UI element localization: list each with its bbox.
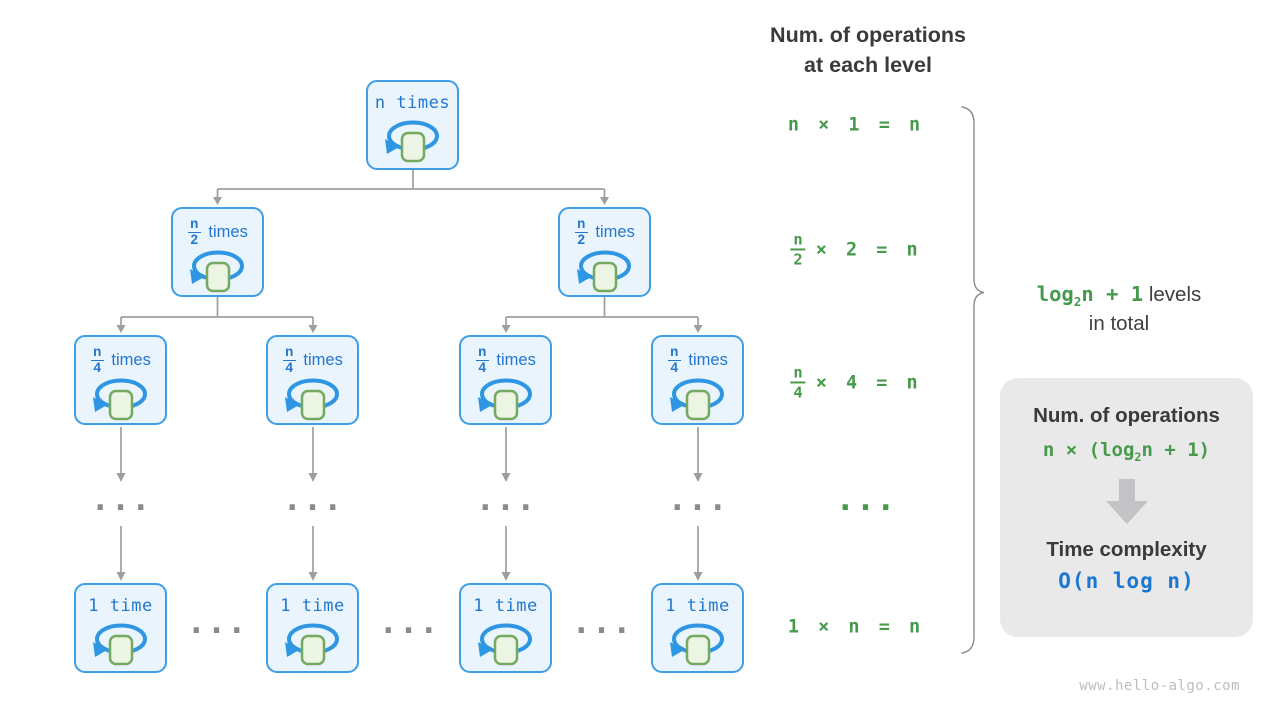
column-ellipsis: ...: [90, 480, 152, 518]
heading-line2: at each level: [804, 53, 932, 78]
loop-icon: [475, 378, 532, 421]
row-ellipsis: ...: [378, 603, 440, 641]
node-label-text: 1 time: [280, 596, 345, 616]
tree-node-root: n times: [366, 80, 459, 170]
loop-icon: [382, 120, 439, 163]
loop-icon: [667, 623, 724, 666]
levels-formula: log2n + 1: [1036, 282, 1144, 310]
down-arrow-icon: [1105, 478, 1148, 524]
tree-node-bottom-0: 1 time: [74, 583, 167, 673]
ops-ellipsis: ...: [835, 480, 897, 518]
loop-icon: [667, 378, 724, 421]
node-label: n times: [375, 93, 450, 113]
node-label-text: n times: [374, 93, 451, 113]
ops-bottom: 1 × n = n: [787, 616, 925, 638]
watermark: www.hello-algo.com: [1079, 678, 1240, 694]
levels-line2: in total: [1088, 312, 1150, 336]
node-label-text: 1 time: [665, 596, 730, 616]
heading-line1: Num. of operations: [770, 23, 966, 47]
node-label-text: 1 time: [473, 596, 538, 616]
node-label: 1 time: [665, 596, 729, 616]
column-ellipsis: ...: [282, 480, 344, 518]
tree-node-bottom-3: 1 time: [651, 583, 744, 673]
row-ellipsis: ...: [571, 603, 633, 641]
summary-title-operations: Num. of operations: [1033, 404, 1220, 427]
tree-node-bottom-2: 1 time: [459, 583, 552, 673]
complexity-formula: O(n log n): [1058, 568, 1195, 593]
arrowheads: [116, 197, 703, 581]
levels-line1: log2n + 1 levels: [1036, 282, 1202, 310]
loop-icon: [475, 623, 532, 666]
ops-level1: n × 1 = n: [787, 114, 925, 136]
operations-heading: Num. of operations at each level: [738, 20, 998, 80]
node-label: 1 time: [88, 596, 152, 616]
node-label: 1 time: [280, 596, 344, 616]
loop-icon: [282, 378, 339, 421]
node-label-text: 1 time: [88, 596, 153, 616]
column-ellipsis: ...: [475, 480, 537, 518]
loop-icon: [187, 250, 244, 293]
loop-icon: [282, 623, 339, 666]
levels-total-label: log2n + 1 levels in total: [1000, 281, 1238, 338]
operations-formula: n × (log2n + 1): [1042, 439, 1211, 464]
summary-box: Num. of operations n × (log2n + 1) Time …: [1000, 378, 1253, 637]
node-label: 1 time: [473, 596, 537, 616]
tree-node-bottom-1: 1 time: [266, 583, 359, 673]
summary-title-complexity: Time complexity: [1046, 537, 1207, 561]
loop-icon: [574, 250, 631, 293]
column-ellipsis: ...: [667, 480, 729, 518]
row-ellipsis: ...: [186, 603, 248, 641]
loop-icon: [90, 378, 147, 421]
loop-icon: [90, 623, 147, 666]
curly-brace-icon: [961, 106, 985, 654]
